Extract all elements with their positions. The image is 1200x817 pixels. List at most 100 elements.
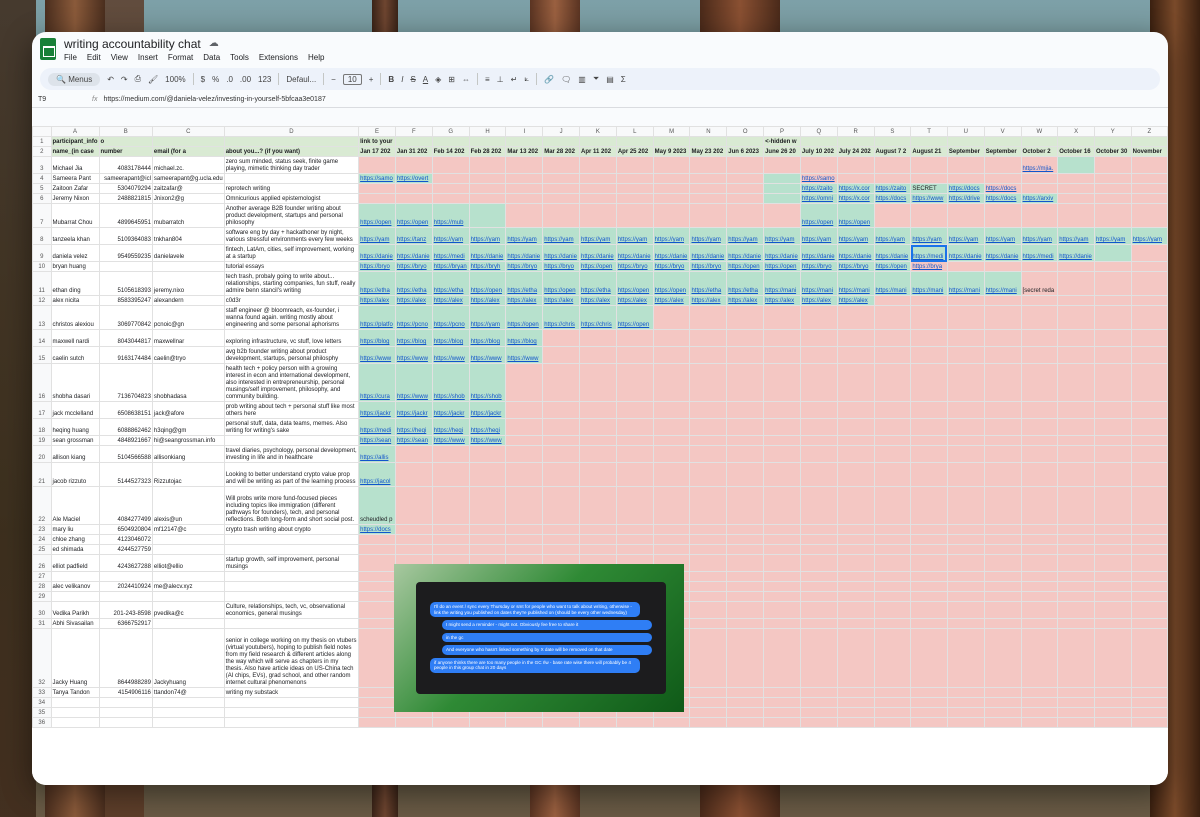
- link-cell[interactable]: [726, 486, 765, 525]
- link-cell[interactable]: [763, 697, 801, 708]
- about-cell[interactable]: prob writing about tech + personal stuff…: [223, 401, 360, 419]
- link-cell[interactable]: [1057, 193, 1095, 204]
- name-cell[interactable]: daniela velez: [50, 244, 100, 262]
- header-cell[interactable]: [1057, 136, 1095, 147]
- link-cell[interactable]: [689, 707, 728, 718]
- column-title[interactable]: October 16: [1057, 146, 1095, 157]
- link-cell[interactable]: [726, 524, 765, 535]
- link-cell[interactable]: [946, 346, 985, 364]
- column-title[interactable]: Feb 14 202: [431, 146, 470, 157]
- link-cell[interactable]: [1130, 571, 1168, 582]
- link-cell[interactable]: [1020, 524, 1059, 535]
- link-cell[interactable]: https://danie: [542, 244, 581, 262]
- column-header-x[interactable]: X: [1057, 126, 1095, 137]
- column-header-y[interactable]: Y: [1094, 126, 1132, 137]
- link-cell[interactable]: [983, 418, 1022, 436]
- column-header-r[interactable]: R: [836, 126, 875, 137]
- link-cell[interactable]: [873, 554, 912, 572]
- select-all-corner[interactable]: [32, 126, 52, 137]
- link-cell[interactable]: https://jacol: [358, 462, 396, 487]
- link-cell[interactable]: [1020, 571, 1059, 582]
- about-cell[interactable]: startup growth, self improvement, person…: [223, 554, 360, 572]
- header-cell[interactable]: [1094, 136, 1132, 147]
- link-cell[interactable]: [1094, 524, 1132, 535]
- link-cell[interactable]: https://danie: [946, 244, 985, 262]
- number-cell[interactable]: 4899645951: [98, 203, 153, 228]
- link-cell[interactable]: https://yam: [505, 227, 544, 245]
- link-cell[interactable]: [505, 363, 544, 402]
- email-cell[interactable]: [151, 707, 225, 718]
- link-cell[interactable]: [873, 418, 912, 436]
- link-cell[interactable]: [1094, 346, 1132, 364]
- link-cell[interactable]: [579, 544, 617, 555]
- name-cell[interactable]: Jeremy Nixon: [50, 193, 100, 204]
- link-cell[interactable]: [836, 571, 875, 582]
- link-cell[interactable]: [1130, 173, 1168, 184]
- menu-extensions[interactable]: Extensions: [258, 52, 298, 62]
- link-cell[interactable]: [946, 295, 985, 306]
- link-cell[interactable]: [1094, 717, 1132, 728]
- number-cell[interactable]: 8644988289: [98, 628, 153, 688]
- email-cell[interactable]: [151, 618, 225, 629]
- link-cell[interactable]: [799, 697, 838, 708]
- link-cell[interactable]: [799, 544, 838, 555]
- email-cell[interactable]: alexandern: [151, 295, 225, 306]
- link-cell[interactable]: [579, 346, 617, 364]
- link-cell[interactable]: https://www: [394, 346, 433, 364]
- link-cell[interactable]: [579, 203, 617, 228]
- menu-tools[interactable]: Tools: [230, 52, 249, 62]
- column-title[interactable]: August 7 2: [873, 146, 912, 157]
- link-cell[interactable]: https://yam: [983, 227, 1022, 245]
- link-cell[interactable]: [983, 329, 1022, 347]
- link-cell[interactable]: [431, 183, 470, 194]
- link-cell[interactable]: https://mani: [763, 271, 801, 296]
- filter-icon[interactable]: ⏷: [592, 74, 600, 83]
- link-cell[interactable]: https://docs: [983, 193, 1022, 204]
- link-cell[interactable]: https://etha: [394, 271, 433, 296]
- menu-data[interactable]: Data: [203, 52, 221, 62]
- link-cell[interactable]: [983, 591, 1022, 602]
- link-cell[interactable]: [468, 462, 507, 487]
- link-cell[interactable]: https://pcno: [431, 305, 470, 330]
- link-cell[interactable]: [799, 601, 838, 619]
- link-cell[interactable]: https://etha: [579, 271, 617, 296]
- link-cell[interactable]: [1094, 445, 1132, 463]
- about-cell[interactable]: [223, 173, 360, 184]
- link-cell[interactable]: [1020, 687, 1059, 698]
- column-header-k[interactable]: K: [579, 126, 617, 137]
- link-cell[interactable]: https://alex: [505, 295, 544, 306]
- link-cell[interactable]: [763, 554, 801, 572]
- link-cell[interactable]: [1057, 418, 1095, 436]
- link-cell[interactable]: [1057, 363, 1095, 402]
- link-cell[interactable]: [983, 486, 1022, 525]
- link-cell[interactable]: [763, 571, 801, 582]
- link-cell[interactable]: [358, 697, 396, 708]
- column-title[interactable]: June 26 20: [763, 146, 801, 157]
- number-cell[interactable]: 6366752917: [98, 618, 153, 629]
- link-cell[interactable]: [358, 687, 396, 698]
- link-cell[interactable]: [579, 445, 617, 463]
- link-cell[interactable]: https://alex: [799, 295, 838, 306]
- name-cell[interactable]: jack mcclelland: [50, 401, 100, 419]
- link-cell[interactable]: https://alex: [836, 295, 875, 306]
- menu-help[interactable]: Help: [307, 52, 325, 62]
- link-cell[interactable]: https://alex: [763, 295, 801, 306]
- link-cell[interactable]: [689, 618, 728, 629]
- column-header-n[interactable]: N: [689, 126, 728, 137]
- header-cell[interactable]: participant_info: [50, 136, 100, 147]
- link-cell[interactable]: [1020, 581, 1059, 592]
- column-header-d[interactable]: D: [223, 126, 360, 137]
- link-cell[interactable]: [505, 173, 544, 184]
- link-cell[interactable]: https://www: [505, 346, 544, 364]
- link-cell[interactable]: [652, 462, 691, 487]
- link-cell[interactable]: https://danie: [468, 244, 507, 262]
- number-cell[interactable]: 4123046072: [98, 534, 153, 545]
- link-cell[interactable]: [910, 554, 948, 572]
- link-cell[interactable]: https://open: [394, 203, 433, 228]
- link-cell[interactable]: [505, 401, 544, 419]
- link-cell[interactable]: https://alex: [579, 295, 617, 306]
- link-cell[interactable]: [1020, 534, 1059, 545]
- link-cell[interactable]: https://x.cor: [836, 193, 875, 204]
- link-cell[interactable]: [836, 717, 875, 728]
- link-cell[interactable]: [1094, 401, 1132, 419]
